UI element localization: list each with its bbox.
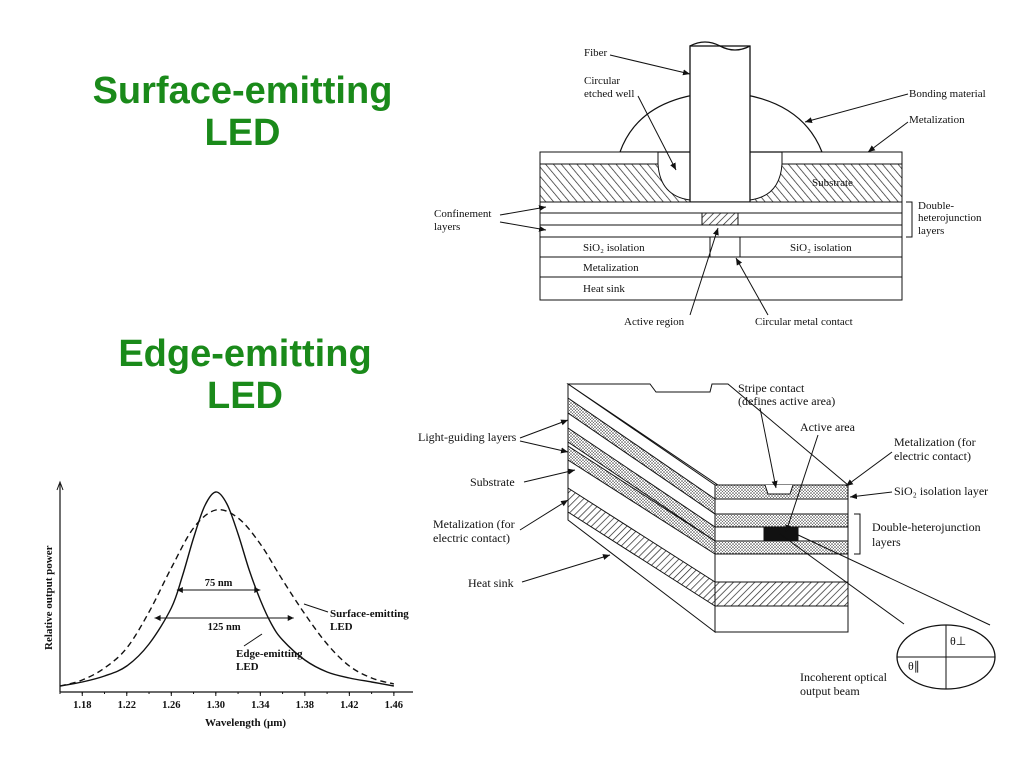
label-output-beam: output beam bbox=[800, 684, 860, 698]
label-substrate-edge: Substrate bbox=[470, 475, 515, 489]
label-stripe-contact: Stripe contact bbox=[738, 381, 805, 395]
label-heat-sink: Heat sink bbox=[583, 283, 625, 295]
legend-surface-2: LED bbox=[330, 621, 353, 633]
label-confinement: Confinement bbox=[434, 208, 491, 220]
surface-title-line2: LED bbox=[204, 112, 281, 154]
fwhm-arrow-left bbox=[154, 615, 161, 621]
label-circular-metal-contact: Circular metal contact bbox=[755, 316, 853, 328]
edge-title-line1: Edge-emitting bbox=[118, 333, 372, 375]
label-etched-well: etched well bbox=[584, 88, 634, 100]
legend-edge-1: Edge-emitting bbox=[236, 648, 303, 660]
fwhm-label: 125 nm bbox=[208, 622, 241, 633]
chart-y-arrow bbox=[56, 480, 64, 491]
label-theta-par: θ∥ bbox=[908, 659, 920, 673]
label-substrate: Substrate bbox=[812, 177, 853, 189]
surface-emitting-curve bbox=[59, 508, 395, 687]
label-dh-edge-1: Double-heterojunction bbox=[872, 520, 981, 534]
label-metalization-bottom: Metalization bbox=[583, 262, 639, 274]
legend-edge-2: LED bbox=[236, 661, 259, 673]
chart-x-tick-label: 1.22 bbox=[118, 700, 136, 711]
chart-ylabel: Relative output power bbox=[43, 545, 55, 650]
label-active-area: Active area bbox=[800, 420, 856, 434]
label-bonding: Bonding material bbox=[909, 88, 986, 100]
label-dh-3: layers bbox=[918, 225, 944, 237]
surface-emitting-title: Surface-emitting LED bbox=[70, 70, 415, 154]
label-incoherent: Incoherent optical bbox=[800, 670, 888, 684]
fwhm-arrow-right bbox=[254, 587, 261, 593]
label-sio2-left: SiO₂ isolation bbox=[583, 242, 645, 254]
legend-surface-leader bbox=[303, 603, 329, 613]
label-defines-active-area: (defines active area) bbox=[738, 394, 835, 408]
chart-x-tick-label: 1.26 bbox=[162, 700, 180, 711]
label-dh-1: Double- bbox=[918, 200, 954, 212]
chart-x-tick-label: 1.42 bbox=[340, 700, 358, 711]
label-sio2-layer: SiO₂ isolation layer bbox=[894, 484, 988, 498]
chart-x-tick-label: 1.30 bbox=[207, 700, 225, 711]
edge-title-line2: LED bbox=[207, 375, 283, 417]
surface-title-line1: Surface-emitting bbox=[92, 70, 393, 112]
label-sio2-right: SiO₂ isolation bbox=[790, 242, 852, 254]
label-metalization-top: Metalization bbox=[909, 114, 965, 126]
label-electric-contact-right: electric contact) bbox=[894, 449, 971, 463]
fwhm-arrow-left bbox=[176, 587, 183, 593]
label-theta-perp: θ⊥ bbox=[950, 634, 966, 648]
label-metalization-right: Metalization (for bbox=[894, 435, 976, 449]
fiber-top bbox=[689, 41, 751, 51]
label-circular: Circular bbox=[584, 75, 620, 87]
label-dh-2: heterojunction bbox=[918, 212, 982, 224]
legend-surface-1: Surface-emitting bbox=[330, 608, 409, 620]
chart-x-tick-label: 1.46 bbox=[385, 700, 403, 711]
label-metalization-left: Metalization (for bbox=[433, 517, 515, 531]
label-dh-edge-2: layers bbox=[872, 535, 901, 549]
fwhm-arrow-right bbox=[287, 615, 294, 621]
edge-emitting-title: Edge-emitting LED bbox=[70, 333, 420, 417]
chart-x-tick-label: 1.34 bbox=[251, 700, 270, 711]
edge-emitting-curve bbox=[59, 491, 394, 687]
chart-x-tick-label: 1.18 bbox=[73, 700, 91, 711]
label-heat-sink-edge: Heat sink bbox=[468, 576, 514, 590]
legend-edge-leader bbox=[243, 633, 263, 647]
label-active-region: Active region bbox=[624, 316, 685, 328]
chart-x-tick-label: 1.38 bbox=[296, 700, 314, 711]
heat-sink-layer bbox=[539, 276, 903, 301]
label-fiber: Fiber bbox=[584, 47, 608, 59]
chart-xlabel: Wavelength (μm) bbox=[205, 717, 286, 729]
label-confinement-layers: layers bbox=[434, 221, 460, 233]
label-light-guiding: Light-guiding layers bbox=[418, 430, 517, 444]
fwhm-label: 75 nm bbox=[205, 578, 233, 589]
edge-led-diagram bbox=[566, 383, 850, 634]
label-electric-contact-left: electric contact) bbox=[433, 531, 510, 545]
